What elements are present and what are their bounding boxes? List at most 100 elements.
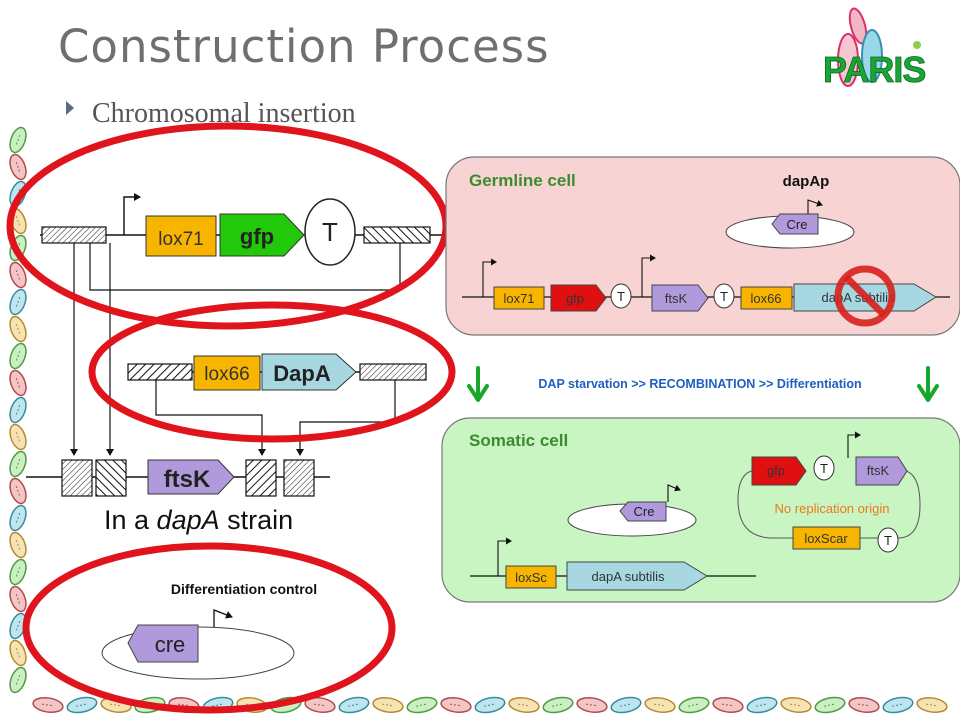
- control-caption: Differentiation control: [171, 581, 317, 597]
- lox66-label: lox66: [204, 364, 249, 385]
- bacterium-detail: [688, 703, 700, 707]
- insertion-arrow: [155, 380, 266, 456]
- bacterium-detail: [15, 593, 21, 605]
- bacterium-detail: [15, 134, 21, 146]
- bacterium-detail: [653, 703, 667, 707]
- left-construction: lox71 gfp T lox66 DapA ftsK In a dapA st…: [6, 122, 456, 714]
- homology-block: [363, 226, 431, 244]
- chromosome-block: [61, 459, 93, 497]
- bacterium-detail: [15, 377, 21, 389]
- bacterium-detail: [857, 703, 871, 707]
- chromosome-block: [95, 459, 127, 497]
- bacterium-detail: [15, 485, 21, 497]
- bacterium-detail: [484, 703, 496, 707]
- bacterium-detail: [15, 323, 21, 335]
- bacterium-detail: [15, 296, 21, 308]
- germline-t1-label: T: [617, 289, 625, 304]
- transition: DAP starvation >> RECOMBINATION >> Diffe…: [467, 366, 939, 402]
- bacterium-detail: [15, 431, 21, 443]
- somatic-title: Somatic cell: [469, 431, 568, 450]
- promoter-arrow: [667, 484, 681, 502]
- bacterium-detail: [721, 703, 735, 707]
- terminator-oval: [610, 283, 632, 309]
- ftsk-label: ftsK: [164, 466, 211, 493]
- bacterium-detail: [15, 458, 21, 470]
- paris-logo: PARIS: [823, 7, 927, 90]
- bacterium-detail: [15, 404, 21, 416]
- strain-caption: In a dapA strain: [104, 505, 293, 535]
- somatic-t1-label: T: [820, 461, 828, 476]
- ftsk-gene: [147, 459, 235, 495]
- homology-block: [41, 226, 107, 244]
- loxscar-box: [792, 526, 861, 550]
- somatic-t2-label: T: [884, 533, 892, 548]
- highlight-ring: [88, 301, 456, 443]
- loxscar-label: loxScar: [804, 531, 848, 546]
- bacterium-detail: [552, 703, 564, 707]
- promoter-arrow: [847, 431, 861, 458]
- promoter-arrow: [807, 199, 823, 214]
- down-arrow-icon: [467, 366, 489, 402]
- bacterium-detail: [517, 703, 531, 707]
- somatic-ftsk-label: ftsK: [867, 463, 890, 478]
- terminator-oval: [813, 455, 835, 481]
- homology-block: [359, 363, 427, 381]
- lox71-box: [145, 215, 217, 257]
- germline-ftsk-label: ftsK: [665, 291, 688, 306]
- somatic-cre-label: Cre: [634, 504, 655, 519]
- somatic-gfp-label: gfp: [767, 463, 785, 478]
- lox71-label: lox71: [158, 229, 203, 250]
- bacterium-detail: [15, 215, 21, 227]
- germline-gfp-label: gfp: [566, 291, 584, 306]
- bullet-arrow-icon: [66, 101, 74, 115]
- bacterium-detail: [15, 161, 21, 173]
- lox66-box: [740, 286, 793, 310]
- germline-cre-label: Cre: [787, 217, 808, 232]
- bacterium-detail: [15, 512, 21, 524]
- germline-lox66-label: lox66: [750, 291, 781, 306]
- bacterium-detail: [76, 703, 88, 707]
- germline-t2-label: T: [720, 289, 728, 304]
- down-arrow-icon: [917, 366, 939, 402]
- cre-gene: [127, 624, 199, 663]
- bacterium-detail: [15, 539, 21, 551]
- bacterium-detail: [585, 703, 599, 707]
- somatic-cell-panel: Somatic cell Cre gfp T ftsK No replicati…: [441, 417, 960, 603]
- dapap-label: dapAp: [783, 173, 830, 190]
- no-replication-note: No replication origin: [775, 501, 890, 516]
- promoter-arrow: [497, 537, 512, 576]
- bacterium-detail: [892, 703, 904, 707]
- bacterium-detail: [381, 703, 395, 707]
- bacterium-detail: [41, 703, 55, 707]
- terminator-oval: [877, 527, 899, 553]
- bacterium-detail: [449, 703, 463, 707]
- bacterium-detail: [925, 703, 939, 707]
- cre-label: cre: [155, 632, 186, 657]
- dapa-gene: [261, 353, 357, 391]
- promoter-arrow: [213, 609, 233, 627]
- bacterium-detail: [416, 703, 428, 707]
- gfp-gene: [550, 284, 607, 312]
- lox66-box: [193, 355, 261, 391]
- loxsc-box: [505, 565, 557, 589]
- somatic-dapa-label: dapA subtilis: [592, 569, 665, 584]
- bacterium-detail: [789, 703, 803, 707]
- germline-cell-panel: Germline cell dapAp Cre lox71 gfp T ftsK…: [445, 156, 960, 336]
- bacterium-detail: [348, 703, 360, 707]
- cre-gene: [619, 501, 667, 522]
- bacterium-detail: [15, 269, 21, 281]
- insertion-arrow: [296, 380, 396, 456]
- terminator-label: T: [322, 217, 338, 247]
- highlight-ring: [22, 542, 396, 714]
- chromosome-block: [283, 459, 315, 497]
- chromosome-block: [245, 459, 277, 497]
- bacterium-detail: [15, 350, 21, 362]
- gfp-gene: [751, 456, 807, 486]
- promoter-arrow: [482, 258, 497, 297]
- ftsk-gene: [651, 284, 709, 312]
- logo-text: PARIS: [823, 49, 925, 90]
- bacterium-detail: [177, 703, 191, 707]
- homology-block: [127, 363, 193, 381]
- ftsk-gene: [855, 456, 908, 486]
